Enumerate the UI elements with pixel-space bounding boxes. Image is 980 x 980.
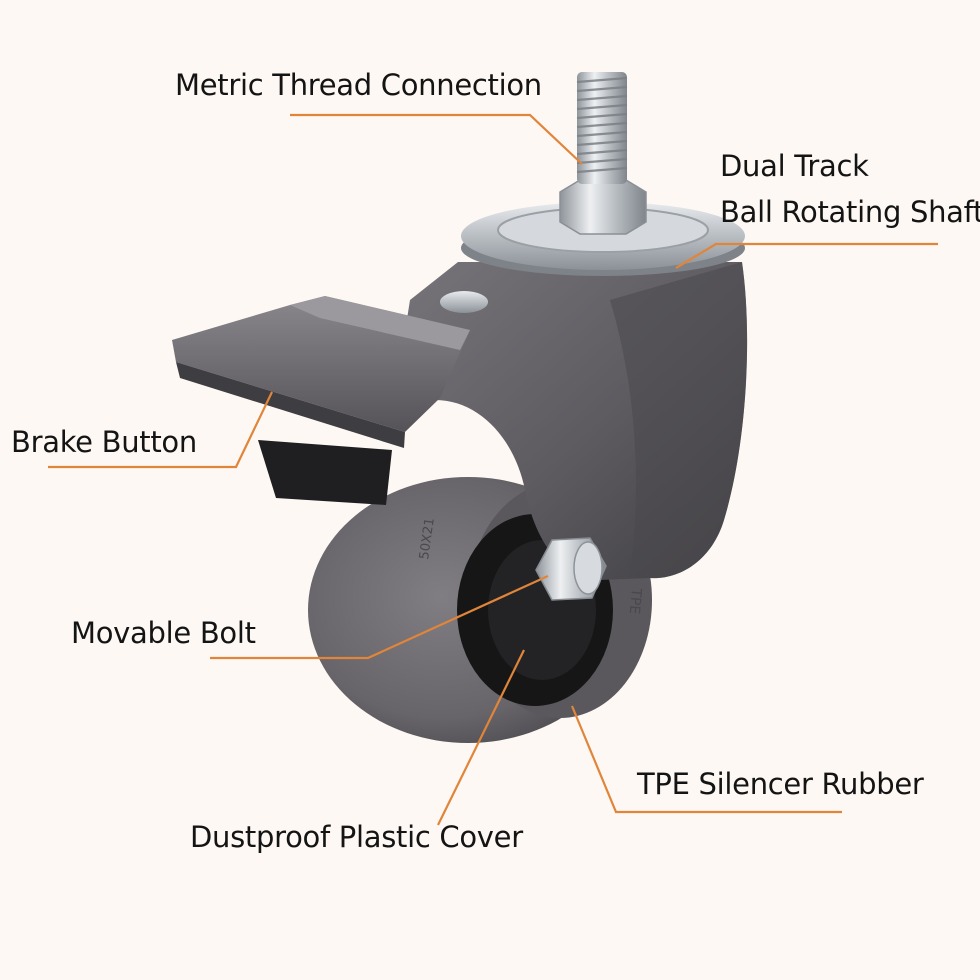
wheel-size-marking: 50X21 [417, 517, 438, 561]
leader-line-dustproof [437, 649, 525, 826]
label-tpe-silencer-rubber: TPE Silencer Rubber [637, 767, 924, 801]
brake-pad [258, 440, 392, 505]
leader-line-dual-track [675, 242, 938, 269]
brake-lever-ridge [290, 296, 470, 350]
label-dual-track-line1: Dual Track [720, 149, 869, 183]
leader-line-brake [48, 391, 273, 469]
fork-side-shade [610, 262, 748, 579]
rivet [440, 291, 488, 313]
threaded-stem [576, 72, 628, 184]
axle-bolt-washer [573, 541, 603, 595]
brake-lever [172, 296, 470, 448]
leader-line-tpe [570, 705, 842, 814]
leader-line-thread [290, 113, 583, 165]
leader-line-bolt [210, 574, 549, 660]
leader-lines [48, 113, 938, 826]
axle-bolt [535, 537, 607, 601]
tpe-marking: TPE [626, 587, 644, 615]
swivel-plate [461, 202, 745, 276]
hex-nut [559, 179, 647, 235]
label-dual-track-line2: Ball Rotating Shaft [720, 195, 980, 229]
label-movable-bolt: Movable Bolt [71, 616, 256, 650]
label-brake-button: Brake Button [11, 425, 197, 459]
brake-lever-front [176, 362, 405, 448]
label-dustproof-plastic-cover: Dustproof Plastic Cover [190, 820, 523, 854]
label-metric-thread-connection: Metric Thread Connection [175, 68, 542, 102]
